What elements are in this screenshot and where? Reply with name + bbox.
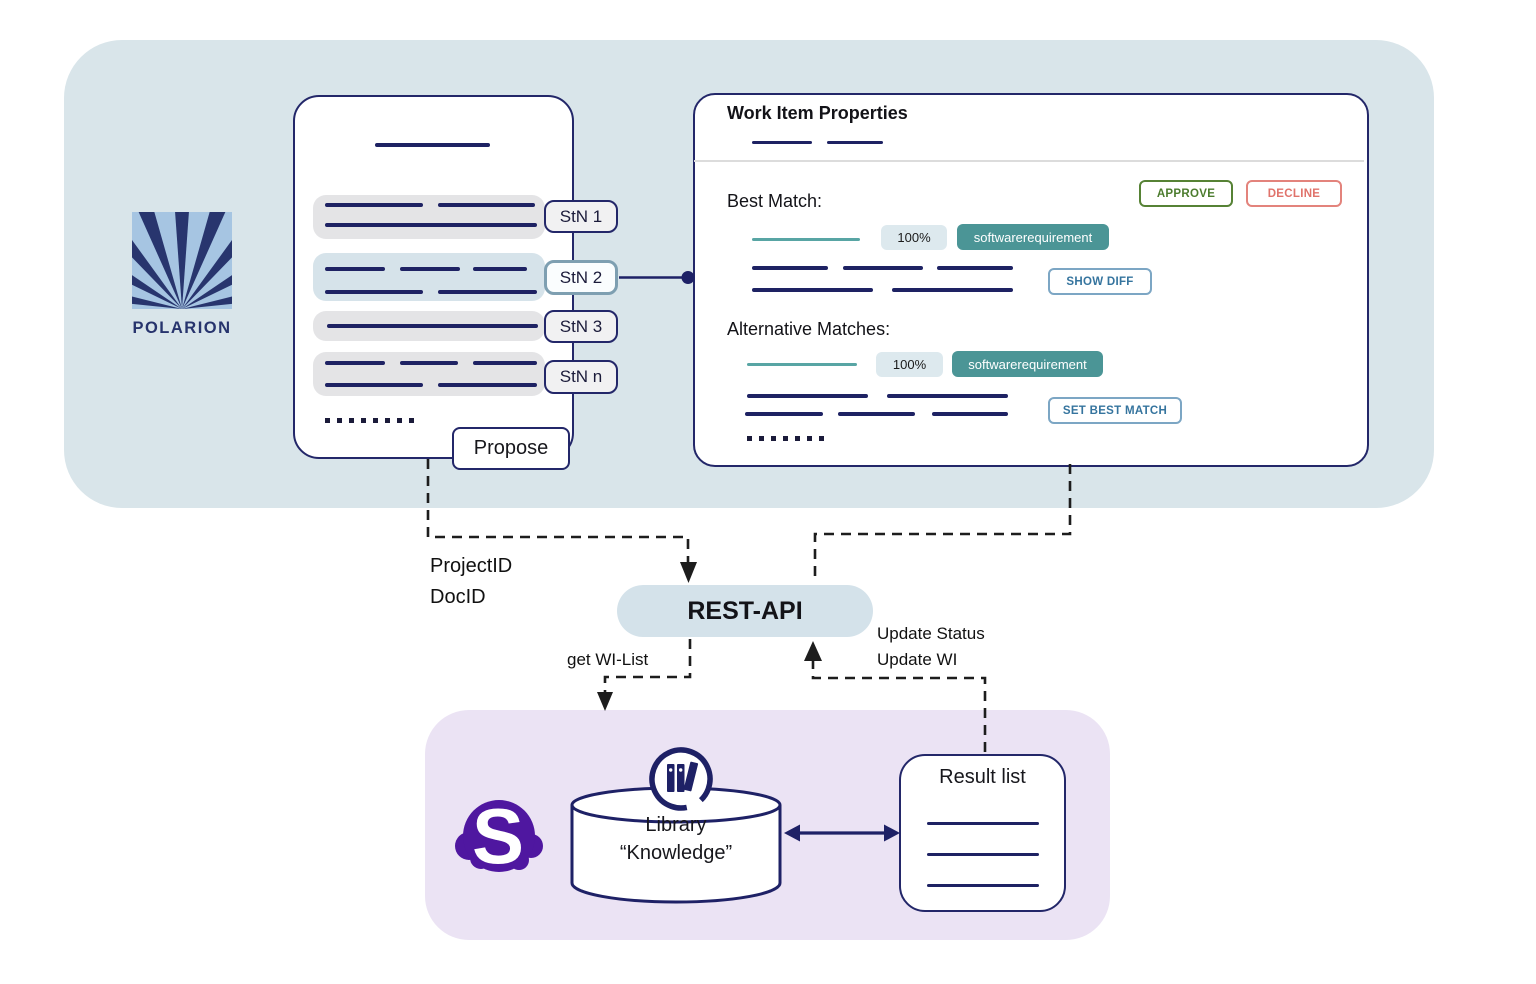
books-circle-icon [649, 747, 713, 811]
stn-tag-2-selected[interactable]: StN 2 [544, 260, 618, 295]
update-status-label: Update Status [877, 624, 985, 643]
rest-api-node: REST-API [617, 585, 873, 637]
skeleton-line [400, 361, 458, 365]
project-id-label: ProjectID [430, 555, 513, 577]
skeleton-line [325, 383, 423, 387]
skeleton-line [927, 822, 1039, 825]
arrow-down-icon [680, 562, 697, 583]
approve-button[interactable]: APPROVE [1139, 180, 1233, 207]
s-cloud-icon: S [455, 792, 543, 880]
document-title-line [375, 143, 490, 147]
best-match-title-line [752, 238, 860, 241]
skeleton-line [473, 267, 527, 271]
best-match-score-badge: 100% [881, 225, 947, 250]
alt-match-score-badge: 100% [876, 352, 943, 377]
stn-tag-3[interactable]: StN 3 [544, 310, 618, 343]
skeleton-line [745, 412, 823, 416]
requirement-row-1 [313, 195, 545, 239]
arrow-up-icon [804, 641, 822, 661]
skeleton-line [752, 141, 812, 144]
skeleton-line [827, 141, 883, 144]
alt-match-title-line [747, 363, 857, 366]
skeleton-line [438, 383, 537, 387]
skeleton-line [892, 288, 1013, 292]
skeleton-line [932, 412, 1008, 416]
skeleton-line [473, 361, 537, 365]
decline-button[interactable]: DECLINE [1246, 180, 1342, 207]
update-wi-label: Update WI [877, 650, 958, 669]
alternative-matches-heading: Alternative Matches: [727, 319, 891, 339]
stn-tag-1[interactable]: StN 1 [544, 200, 618, 233]
skeleton-line [400, 267, 460, 271]
requirement-row-n [313, 352, 545, 396]
sunburst-icon [132, 212, 232, 309]
panel-ellipsis-dots [747, 436, 824, 441]
skeleton-line [843, 266, 923, 270]
skeleton-line [327, 324, 538, 328]
skeleton-line [887, 394, 1008, 398]
skeleton-line [325, 203, 423, 207]
skeleton-line [325, 290, 423, 294]
get-wi-list-label: get WI-List [567, 650, 649, 669]
arrow-down-icon [597, 692, 613, 711]
document-ellipsis-dots [325, 418, 414, 423]
doc-id-label: DocID [430, 586, 486, 608]
show-diff-button[interactable]: SHOW DIFF [1048, 268, 1152, 295]
stn-tag-n[interactable]: StN n [544, 360, 618, 394]
panel-title: Work Item Properties [727, 103, 908, 123]
work-item-properties-panel [693, 93, 1369, 467]
skeleton-line [927, 853, 1039, 856]
skeleton-line [752, 288, 873, 292]
best-match-heading: Best Match: [727, 191, 823, 211]
skeleton-line [838, 412, 915, 416]
best-match-type-tag: softwarerequirement [957, 224, 1109, 250]
result-list-title: Result list [939, 766, 1026, 788]
requirement-row-2-selected [313, 253, 545, 301]
alt-match-type-tag: softwarerequirement [952, 351, 1103, 377]
library-name: Library [645, 814, 707, 836]
skeleton-line [927, 884, 1039, 887]
skeleton-line [325, 223, 537, 227]
skeleton-line [752, 266, 828, 270]
skeleton-line [747, 394, 868, 398]
panel-divider [694, 160, 1364, 162]
s-logo-letter: S [472, 792, 524, 880]
skeleton-line [325, 361, 385, 365]
skeleton-line [325, 267, 385, 271]
skeleton-line [937, 266, 1013, 270]
skeleton-line [438, 203, 535, 207]
library-quote: “Knowledge” [619, 842, 733, 864]
propose-button[interactable]: Propose [452, 427, 570, 470]
skeleton-line [438, 290, 537, 294]
set-best-match-button[interactable]: SET BEST MATCH [1048, 397, 1182, 424]
polarion-wordmark: POLARION [132, 319, 232, 337]
